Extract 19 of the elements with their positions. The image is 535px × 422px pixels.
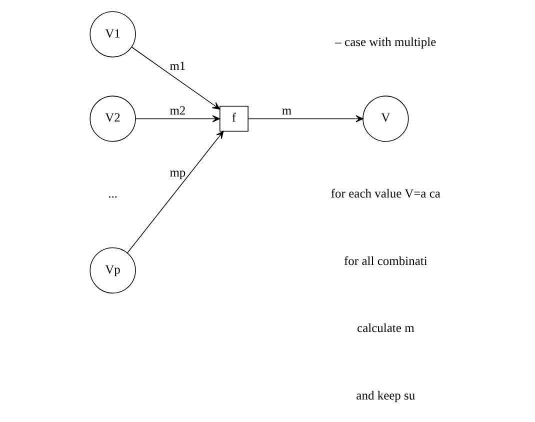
edge-label: m2 <box>169 104 186 118</box>
node-circle: V1 <box>89 11 136 58</box>
node-circle: Vp <box>89 247 136 294</box>
arrow <box>247 115 363 122</box>
arrow <box>130 46 220 110</box>
node-circle: V2 <box>89 96 136 142</box>
node-circle: V <box>362 96 408 142</box>
edge-label: m1 <box>169 59 186 74</box>
label: for all combinati <box>344 254 427 268</box>
label: for each value V=a ca <box>330 186 440 201</box>
arrow <box>134 115 220 122</box>
label: and keep su <box>356 388 415 402</box>
arrow <box>126 130 224 254</box>
node-box: f <box>219 106 248 132</box>
label: – case with multiple <box>334 34 436 49</box>
label: calculate m <box>356 321 414 336</box>
label: ... <box>108 186 117 201</box>
edge-label: m <box>281 104 292 118</box>
edge-label: mp <box>169 165 186 180</box>
